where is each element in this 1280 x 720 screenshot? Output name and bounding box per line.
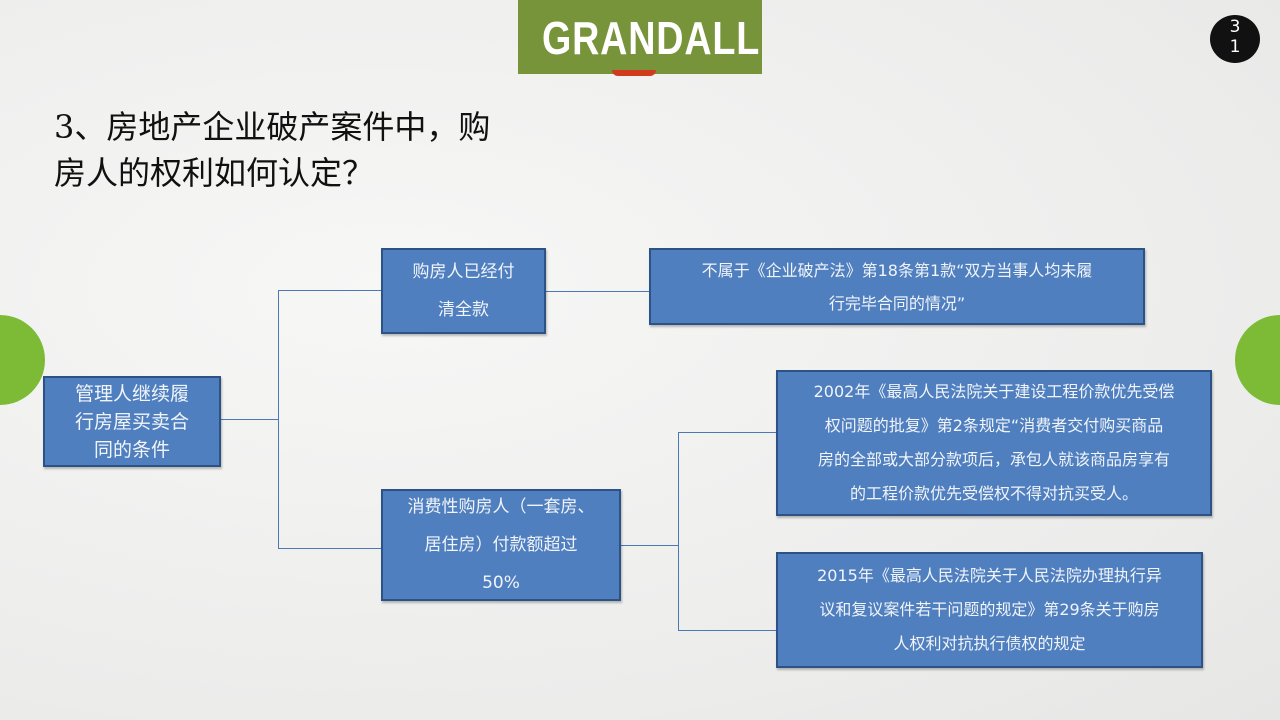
page-number-digit: 1: [1229, 37, 1241, 57]
connector: [678, 630, 777, 631]
connector: [220, 419, 278, 420]
node-text: 50%: [482, 573, 520, 593]
branch-consumer-buyer: 消费性购房人（一套房、 居住房）付款额超过 50%: [381, 489, 621, 601]
node-text: 清全款: [438, 300, 489, 320]
page-number-digit: 3: [1229, 17, 1241, 37]
root-node: 管理人继续履 行房屋买卖合 同的条件: [43, 376, 221, 467]
node-text: 不属于《企业破产法》第18条第1款“双方当事人均未履: [701, 260, 1093, 280]
node-text: 2002年《最高人民法院关于建设工程价款优先受偿: [813, 382, 1175, 401]
title-line: 房人的权利如何认定？: [54, 154, 375, 192]
node-text: 2015年《最高人民法院关于人民法院办理执行异: [817, 566, 1162, 585]
node-text: 居住房）付款额超过: [424, 535, 578, 555]
connector: [620, 545, 678, 546]
node-text: 购房人已经付: [412, 262, 515, 282]
connector: [545, 291, 650, 292]
node-text: 管理人继续履: [74, 382, 189, 405]
connector: [678, 432, 679, 630]
node-text: 行房屋买卖合: [74, 410, 189, 433]
node-text: 房的全部或大部分款项后，承包人就该商品房享有: [817, 450, 1170, 469]
title-line: 3、房地产企业破产案件中，购: [54, 108, 491, 146]
node-text: 的工程价款优先受偿权不得对抗买受人。: [849, 484, 1138, 503]
node-text: 人权利对抗执行债权的规定: [893, 634, 1086, 653]
branch-paid-in-full-result: 不属于《企业破产法》第18条第1款“双方当事人均未履 行完毕合同的情况”: [649, 248, 1145, 325]
branch-paid-in-full: 购房人已经付 清全款: [381, 248, 546, 334]
page-number-badge: 3 1: [1210, 15, 1260, 63]
slide-title: 3、房地产企业破产案件中，购 房人的权利如何认定？: [54, 104, 574, 196]
node-text: 同的条件: [93, 438, 170, 461]
node-text: 行完毕合同的情况”: [828, 293, 966, 313]
connector: [278, 290, 382, 291]
node-text: 议和复议案件若干问题的规定》第29条关于购房: [819, 600, 1160, 619]
connector: [278, 290, 279, 548]
connector: [678, 432, 777, 433]
node-text: 消费性购房人（一套房、: [407, 497, 595, 517]
branch-consumer-result-2015: 2015年《最高人民法院关于人民法院办理执行异 议和复议案件若干问题的规定》第2…: [776, 552, 1203, 668]
grandall-logo: GRANDALL: [518, 0, 762, 74]
node-text: 权问题的批复》第2条规定“消费者交付购买商品: [824, 416, 1164, 435]
logo-accent: [612, 70, 656, 76]
branch-consumer-result-2002: 2002年《最高人民法院关于建设工程价款优先受偿 权问题的批复》第2条规定“消费…: [776, 370, 1212, 516]
connector: [278, 548, 382, 549]
